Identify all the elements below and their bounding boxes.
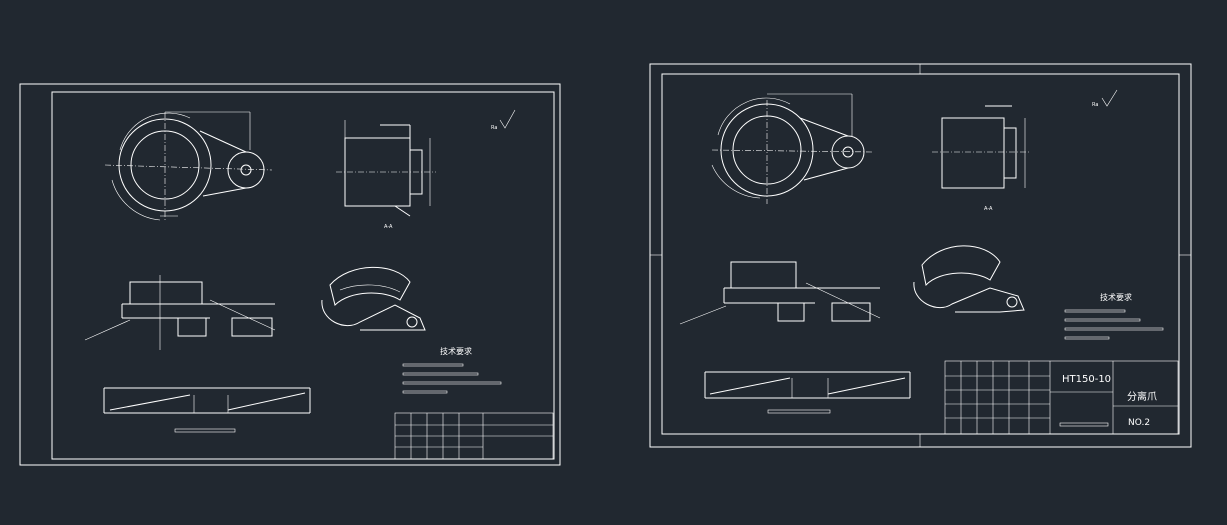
drawing-number-label: NO.2: [1128, 418, 1150, 428]
left-title-block: [394, 412, 554, 460]
right-front-view: [679, 261, 881, 325]
left-drawing-sheet[interactable]: A-A: [19, 83, 561, 466]
right-top-view: [711, 93, 873, 204]
right-sheet-outer-frame: [649, 63, 1192, 448]
left-isometric-view: [321, 266, 426, 331]
left-top-view: [104, 111, 273, 222]
left-section-view: A-A: [336, 120, 436, 230]
left-sheet-inner-frame: [51, 91, 555, 460]
right-profile-view: [704, 371, 911, 414]
right-title-block: HT150-10 分离爪 NO.2: [944, 360, 1179, 435]
left-tech-notes: 技术要求: [402, 346, 502, 394]
right-tech-heading: 技术要求: [1100, 292, 1132, 302]
left-roughness-label: Ra: [491, 125, 497, 131]
left-sheet-outer-frame: [19, 83, 561, 466]
right-roughness-symbol: Ra: [1092, 89, 1118, 108]
right-tech-notes: 技术要求: [1064, 292, 1164, 340]
right-section-view: A-A: [932, 105, 1030, 212]
right-drawing-sheet[interactable]: A-A: [649, 63, 1192, 448]
material-label: HT150-10: [1062, 374, 1111, 385]
left-section-label: A-A: [384, 224, 393, 230]
right-sheet-inner-frame: [661, 73, 1180, 435]
part-name-label: 分离爪: [1127, 390, 1157, 403]
left-tech-heading: 技术要求: [440, 346, 472, 356]
left-front-view: [84, 275, 276, 350]
right-section-label: A-A: [984, 206, 993, 212]
left-roughness-symbol: Ra: [491, 109, 516, 131]
left-profile-view: [103, 387, 311, 433]
right-roughness-label: Ra: [1092, 102, 1098, 108]
right-isometric-view: [913, 245, 1025, 313]
